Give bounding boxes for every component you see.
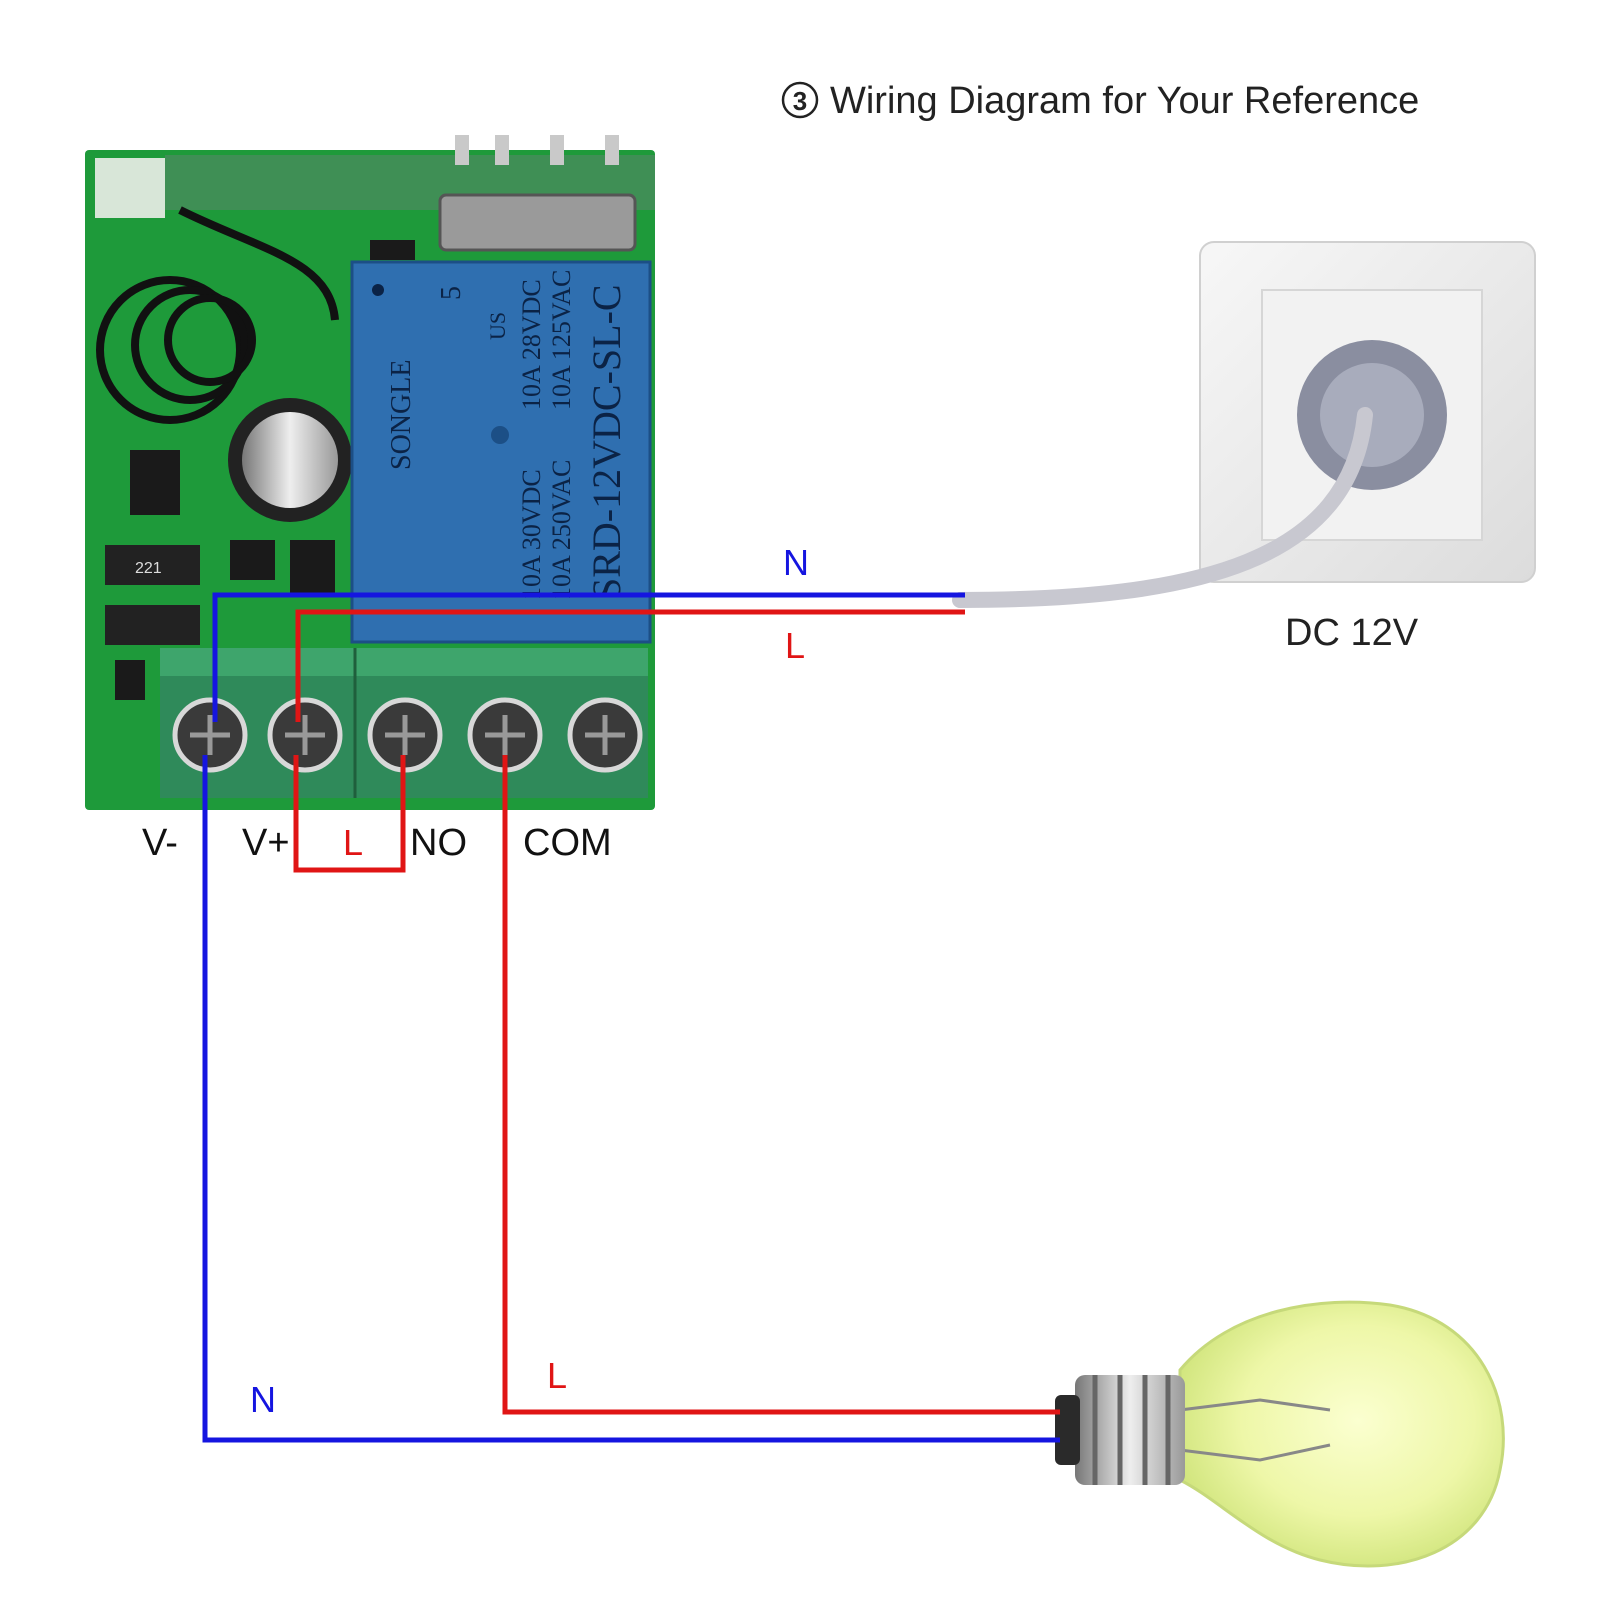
live-jumper-wire	[293, 755, 406, 873]
smd-code-label: 221	[135, 560, 162, 577]
terminal-label-no: NO	[410, 822, 467, 864]
neutral-label-top: N	[783, 542, 809, 583]
light-bulb	[1055, 1300, 1505, 1568]
neutral-wire-load	[202, 755, 1060, 1443]
relay-cert-top: 5	[436, 286, 467, 300]
neutral-wire-supply	[212, 592, 965, 722]
step-marker-circle	[781, 81, 819, 119]
header-pins	[455, 135, 619, 165]
electrolytic-capacitor	[228, 398, 352, 522]
live-label-bottom: L	[547, 1355, 567, 1396]
relay-component: SRD-12VDC-SL-C 10A 250VAC 10A 30VDC 10A …	[350, 260, 652, 644]
power-source-label: DC 12V	[1285, 612, 1419, 654]
smd-components	[105, 240, 415, 700]
live-label-top: L	[785, 625, 805, 666]
terminal-labels: V- V+ NO COM	[142, 822, 612, 864]
bulb-filament	[1179, 1398, 1331, 1462]
relay-cert-us: US	[485, 312, 510, 340]
terminal-label-com: COM	[523, 822, 612, 864]
relay-rating-4: 10A 28VDC	[517, 279, 546, 410]
screw-slots	[190, 715, 625, 755]
wires	[202, 592, 1060, 1443]
diagram-title: Wiring Diagram for Your Reference	[830, 80, 1419, 122]
pcb-edge-strip	[95, 158, 165, 218]
live-wire-supply	[295, 609, 965, 722]
step-marker-number: 3	[793, 86, 807, 116]
title-group: 3 Wiring Diagram for Your Reference	[781, 80, 1419, 122]
bulb-base	[1055, 1375, 1185, 1485]
live-label-jumper: L	[343, 822, 363, 863]
relay-rating-3: 10A 125VAC	[547, 270, 576, 410]
neutral-label-bottom: N	[250, 1379, 276, 1420]
wire-labels: N L L L N	[250, 542, 809, 1420]
antenna-coil	[96, 206, 339, 424]
power-cable	[952, 407, 1373, 608]
relay-brand: SONGLE	[386, 360, 417, 470]
relay-module: 221 SRD-12VDC-SL-C 10A 250VAC 10A 30VDC …	[85, 135, 655, 810]
crystal-oscillator	[438, 193, 637, 252]
terminal-label-v-minus: V-	[142, 822, 178, 864]
live-wire-load	[502, 755, 1060, 1415]
relay-model: SRD-12VDC-SL-C	[584, 284, 629, 600]
bulb-glass	[1178, 1300, 1505, 1568]
relay-rating-1: 10A 250VAC	[547, 460, 576, 600]
relay-rating-2: 10A 30VDC	[517, 469, 546, 600]
terminal-label-v-plus: V+	[242, 822, 290, 864]
